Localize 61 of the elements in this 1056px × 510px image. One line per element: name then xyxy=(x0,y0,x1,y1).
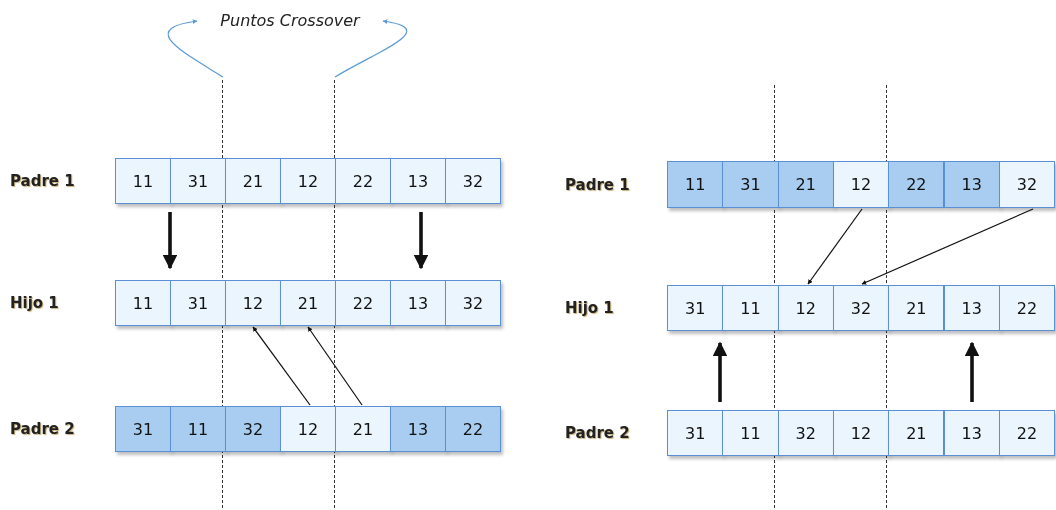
gene-cell: 13 xyxy=(390,280,446,326)
gene-cell: 12 xyxy=(280,158,336,204)
arrow xyxy=(964,341,980,402)
gene-cell: 32 xyxy=(225,406,281,452)
arrow xyxy=(712,341,728,402)
gene-cell: 21 xyxy=(777,161,834,208)
gene-cell: 22 xyxy=(998,285,1056,331)
row-label: Padre 1 xyxy=(10,171,75,192)
gene-cell: 11 xyxy=(115,280,171,326)
gene-cell: 11 xyxy=(722,285,779,331)
gene-cell: 22 xyxy=(335,280,391,326)
gene-cell: 12 xyxy=(225,280,281,326)
gene-cell: 31 xyxy=(667,410,724,456)
gene-cell: 21 xyxy=(888,285,945,331)
gene-cell: 21 xyxy=(280,280,336,326)
row-label: Hijo 1 xyxy=(10,293,59,314)
arrow xyxy=(807,208,863,285)
gene-cell: 22 xyxy=(335,158,391,204)
annotation-text: Puntos Crossover xyxy=(200,8,380,34)
gene-cell: 12 xyxy=(832,161,890,208)
dashed-line xyxy=(334,80,336,508)
gene-cell: 21 xyxy=(888,410,945,456)
row-label: Padre 1 xyxy=(565,174,630,196)
dashed-line xyxy=(222,80,224,508)
gene-cell: 31 xyxy=(667,285,724,331)
arrow xyxy=(162,212,178,270)
gene-cell: 13 xyxy=(943,285,1000,331)
curved-arrow xyxy=(334,19,408,78)
gene-cell: 11 xyxy=(667,161,724,208)
gene-cell: 12 xyxy=(777,285,834,331)
gene-cell: 11 xyxy=(115,158,171,204)
gene-cell: 32 xyxy=(998,161,1056,208)
gene-cell: 31 xyxy=(170,158,226,204)
curved-arrow xyxy=(167,19,224,78)
gene-cell: 12 xyxy=(832,410,890,456)
gene-cell: 32 xyxy=(832,285,890,331)
gene-cell: 22 xyxy=(998,410,1056,456)
gene-cell: 13 xyxy=(390,406,446,452)
gene-cell: 32 xyxy=(777,410,834,456)
gene-cell: 13 xyxy=(390,158,446,204)
gene-cell: 31 xyxy=(722,161,779,208)
gene-cell: 32 xyxy=(445,158,501,204)
gene-cell: 21 xyxy=(225,158,281,204)
arrow xyxy=(413,212,429,270)
gene-cell: 31 xyxy=(170,280,226,326)
gene-cell: 32 xyxy=(445,280,501,326)
gene-cell: 21 xyxy=(335,406,391,452)
gene-cell: 22 xyxy=(888,161,945,208)
gene-cell: 13 xyxy=(943,410,1000,456)
gene-cell: 31 xyxy=(115,406,171,452)
row-label: Hijo 1 xyxy=(565,298,614,319)
arrow xyxy=(307,326,363,406)
gene-cell: 13 xyxy=(943,161,1000,208)
row-label: Padre 2 xyxy=(565,423,630,444)
arrow xyxy=(861,208,1034,285)
arrow xyxy=(252,326,311,406)
gene-cell: 12 xyxy=(280,406,336,452)
gene-cell: 22 xyxy=(445,406,501,452)
gene-cell: 11 xyxy=(722,410,779,456)
row-label: Padre 2 xyxy=(10,419,75,440)
gene-cell: 11 xyxy=(170,406,226,452)
